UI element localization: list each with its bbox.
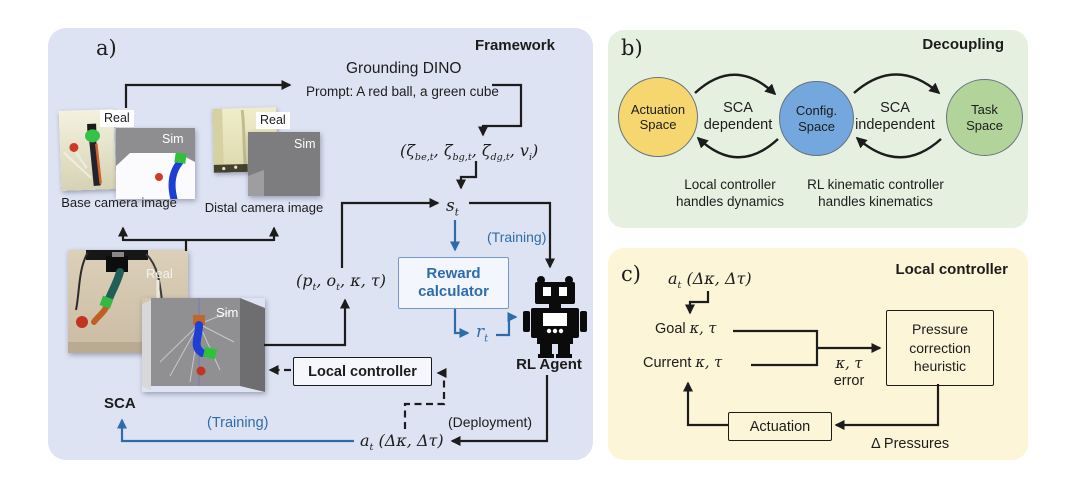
distal-camera-caption: Distal camera image [204,200,324,215]
kt-error-line2: error [833,373,865,389]
kt-error-label: κ, τ error [825,356,873,389]
rl-agent-robot-icon [523,274,587,358]
actuation-space-circle: Actuation Space [618,77,698,157]
base-camera-sim-image [116,128,195,199]
distal-camera-sim-image [248,132,320,196]
sca-independent-line2: independent [855,116,935,133]
red-ball [155,173,163,181]
red-ball [69,142,79,152]
grounding-dino-label: Grounding DINO [346,60,462,77]
config-space-line2: Space [798,118,835,134]
base-camera-real-photo [58,109,117,191]
real-label-distal: Real [256,112,290,129]
pressure-correction-box: Pressure correction heuristic [886,310,994,386]
current-label: Current κ, τ [643,355,723,371]
base-camera-real-image [58,109,117,191]
panel-b-title: Decoupling [922,36,1004,53]
panel-c-tag: c) [621,262,641,286]
sca-dependent-line2: dependent [703,116,773,133]
config-space-circle: Config. Space [779,81,854,156]
red-ball [76,316,88,328]
actuation-box-label: Actuation [749,418,811,435]
sca-dependent-label: SCA dependent [693,100,783,133]
at-input: at (Δκ, Δτ) [668,269,752,292]
goal-label: Goal κ, τ [655,321,717,337]
caption1-line2: handles dynamics [675,193,785,209]
obs-tuple: (pt, ot, κ, τ) [296,271,386,294]
local-controller-caption: Local controller handles dynamics [665,177,795,211]
caption2-line2: handles kinematics [818,193,933,209]
config-space-line1: Config. [795,103,838,119]
actuation-space-line2: Space [639,117,677,132]
reward-rt: rt [476,322,489,345]
sca-dependent-line1: SCA [723,100,753,116]
panel-a-tag: a) [96,36,117,60]
sca-independent-label: SCA independent [843,100,947,133]
sim-label-distal: Sim [294,137,316,151]
action-at: at (Δκ, Δτ) [360,431,444,454]
pressure-line2: correction [909,339,971,356]
training-label-bottom: (Training) [207,415,269,431]
green-cube [99,295,114,309]
reward-line1: Reward [426,265,481,282]
panel-c-title: Local controller [895,261,1008,278]
task-space-line2: Space [966,117,1003,133]
real-label-base: Real [100,110,134,127]
actuation-box: Actuation [728,412,832,441]
prompt-label: Prompt: A red ball, a green cube [306,84,499,99]
task-space-line1: Task [971,102,998,118]
caption2-line1: RL kinematic controller [807,177,944,192]
rl-kinematic-caption: RL kinematic controller handles kinemati… [793,177,958,211]
sca-independent-line1: SCA [880,100,910,116]
sim-label-base: Sim [162,132,184,146]
real-label-sca: Real [146,266,173,281]
rl-agent-label: RL Agent [516,356,582,373]
sca-sim-render [142,298,265,392]
caption1-line1: Local controller [684,177,776,192]
task-space-circle: Task Space [946,79,1023,156]
green-cube [85,129,101,143]
panel-a-title: Framework [474,37,555,54]
base-camera-caption: Base camera image [61,195,177,210]
pressure-line1: Pressure [911,320,969,337]
zeta-tuple: (ζbe,t, ζbg,t, ζdg,t, vi) [400,141,539,164]
kt-error-line1: κ, τ [835,356,863,372]
local-controller-box-label: Local controller [308,363,417,380]
training-label-top: (Training) [487,229,547,245]
green-cube [202,346,218,360]
base-camera-sim-render [116,128,195,199]
local-controller-box: Local controller [293,357,432,386]
actuation-space-line1: Actuation [630,101,686,117]
sim-label-sca: Sim [216,305,239,320]
reward-calculator-box: Reward calculator [398,257,509,309]
state-st: st [446,196,459,219]
delta-pressures-label: Δ Pressures [871,436,950,452]
reward-line2: calculator [418,283,489,300]
deployment-label: (Deployment) [448,414,533,430]
sca-sim-render-svg [142,298,265,392]
pressure-line3: heuristic [913,358,967,375]
red-ball [196,366,206,376]
green-cube [174,152,187,164]
distal-camera-sim-render [248,132,320,196]
sca-label: SCA [104,395,136,412]
panel-b-tag: b) [621,36,643,60]
